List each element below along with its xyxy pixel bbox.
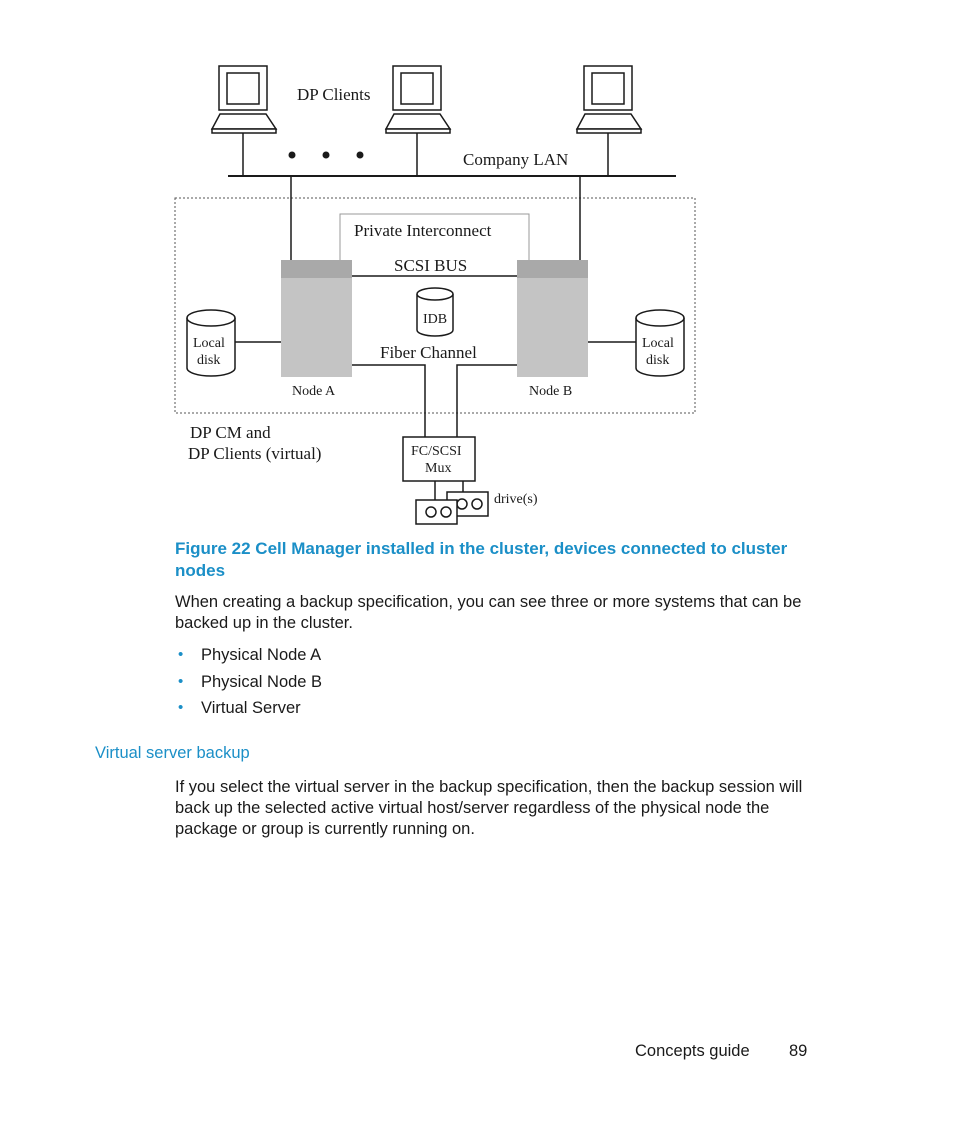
list-item-text: Virtual Server	[201, 699, 301, 717]
node-b-label: Node B	[529, 384, 572, 399]
client-computer-2	[384, 65, 452, 134]
local-disk-b-line1: Local	[642, 336, 674, 351]
cluster-boundary	[174, 197, 696, 414]
local-disk-a	[186, 309, 236, 377]
client-computer-3	[575, 65, 643, 134]
local-disk-a-line2: disk	[197, 353, 220, 368]
tape-drive-front	[415, 499, 458, 525]
node-a-label: Node A	[292, 384, 336, 399]
bullet-icon: •	[178, 646, 184, 663]
list-item: • Virtual Server	[175, 698, 322, 725]
local-disk-b	[635, 309, 685, 377]
section-paragraph: If you select the virtual server in the …	[175, 778, 803, 838]
section-heading: Virtual server backup	[95, 744, 250, 762]
dp-cm-line1: DP CM and	[190, 423, 271, 442]
page-number: 89	[789, 1042, 808, 1060]
dp-clients-label: DP Clients	[297, 85, 371, 104]
footer-title: Concepts guide	[635, 1042, 750, 1060]
list-item: • Physical Node B	[175, 672, 322, 699]
idb-label: IDB	[423, 312, 447, 327]
node-b	[517, 260, 588, 377]
private-interconnect-label: Private Interconnect	[354, 221, 492, 240]
local-disk-a-line1: Local	[193, 336, 225, 351]
client-computer-1	[210, 65, 278, 134]
bullet-icon: •	[178, 699, 184, 716]
node-a	[281, 260, 352, 377]
cluster-diagram: DP Clients Company LAN Private Interconn…	[174, 65, 696, 525]
drives-label: drive(s)	[494, 492, 538, 507]
mux-line1: FC/SCSI	[411, 444, 462, 459]
fiber-channel-link-a	[352, 364, 426, 437]
figure-caption: Figure 22 Cell Manager installed in the …	[175, 539, 788, 580]
intro-paragraph: When creating a backup specification, yo…	[175, 593, 802, 632]
private-interconnect-box	[339, 213, 530, 260]
list-item-text: Physical Node A	[201, 646, 322, 664]
mux-line2: Mux	[425, 461, 451, 476]
list-item: • Physical Node A	[175, 645, 322, 672]
list-item-text: Physical Node B	[201, 672, 323, 691]
scsi-bus-label: SCSI BUS	[394, 256, 467, 275]
local-disk-b-line2: disk	[646, 353, 669, 368]
systems-list: • Physical Node A • Physical Node B • Virtu…	[175, 645, 322, 725]
idb-cylinder	[416, 287, 454, 337]
fiber-channel-label: Fiber Channel	[380, 343, 477, 362]
fc-scsi-mux	[402, 436, 476, 482]
ellipsis-dots	[288, 151, 364, 159]
company-lan-label: Company LAN	[463, 150, 568, 169]
fiber-channel-link-b	[456, 364, 517, 437]
bullet-icon: •	[178, 672, 184, 690]
dp-cm-line2: DP Clients (virtual)	[188, 444, 321, 463]
